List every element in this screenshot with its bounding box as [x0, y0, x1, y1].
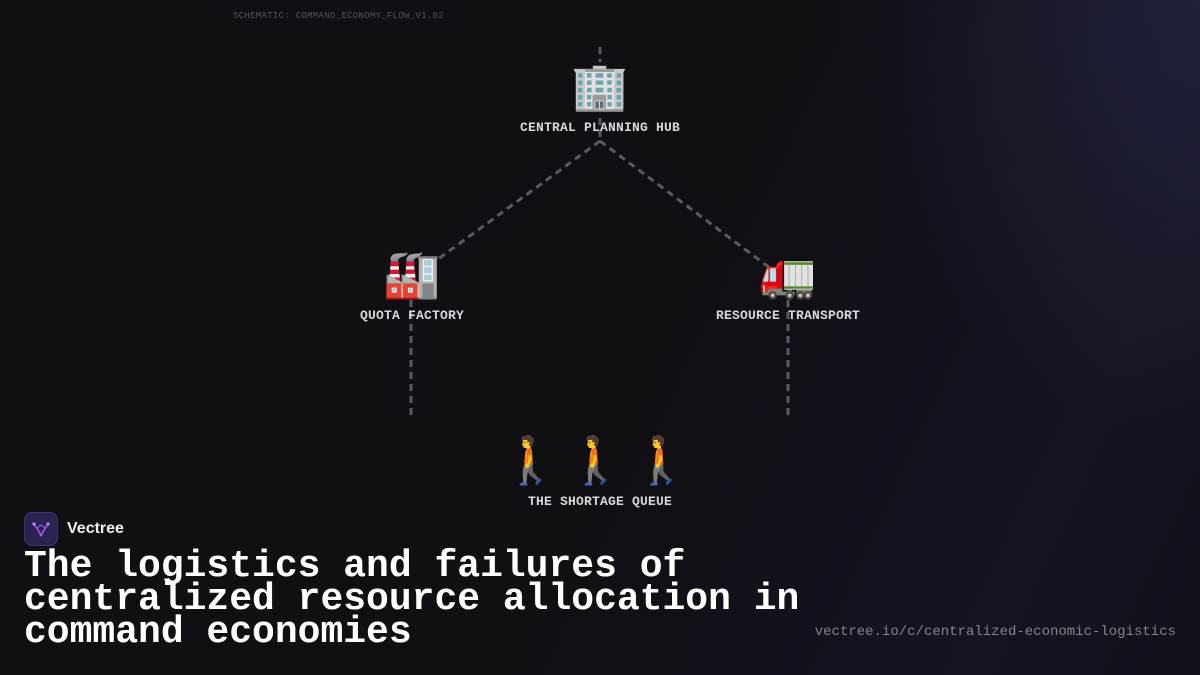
office-building-icon: 🏢 [571, 59, 629, 113]
node-quota-factory: 🏭 QUOTA FACTORY [330, 246, 494, 323]
node-resource-transport: 🚛 RESOURCE TRANSPORT [700, 246, 876, 323]
node-shortage-queue: 🚶🚶🚶 THE SHORTAGE QUEUE [480, 432, 720, 509]
schematic-label: SCHEMATIC: COMMAND_ECONOMY_FLOW_V1.02 [233, 11, 444, 21]
node-label-hub: CENTRAL PLANNING HUB [519, 120, 681, 135]
brand-name: Vectree [67, 520, 124, 537]
page-title: The logistics and failures of centralize… [24, 545, 800, 654]
walking-people-icon: 🚶🚶🚶 [502, 433, 698, 487]
node-central-planning-hub: 🏢 CENTRAL PLANNING HUB [500, 58, 700, 135]
vectree-logo-icon [24, 512, 58, 546]
node-label-factory: QUOTA FACTORY [359, 308, 465, 323]
truck-icon: 🚛 [759, 247, 817, 301]
node-label-transport: RESOURCE TRANSPORT [715, 308, 861, 323]
node-label-queue: THE SHORTAGE QUEUE [527, 494, 673, 509]
source-url[interactable]: vectree.io/c/centralized-economic-logist… [814, 624, 1176, 640]
factory-icon: 🏭 [383, 247, 441, 301]
brand[interactable]: Vectree [24, 512, 124, 546]
